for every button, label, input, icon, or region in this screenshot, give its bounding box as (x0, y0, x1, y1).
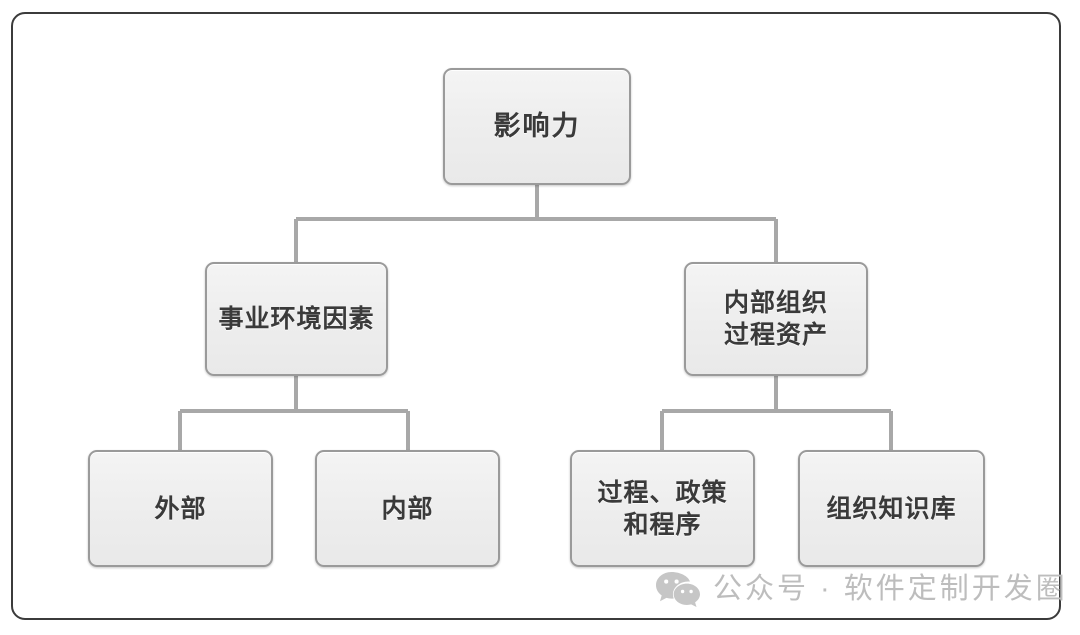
node-eef-label: 事业环境因素 (218, 305, 375, 333)
node-root[interactable]: 影响力 (443, 68, 631, 185)
node-process-label: 过程、政策 和程序 (597, 478, 728, 539)
wechat-icon (656, 572, 700, 607)
watermark-text: 公众号 · 软件定制开发圈 (713, 572, 1068, 605)
node-organizational-process-assets[interactable]: 内部组织 过程资产 (684, 262, 868, 376)
node-internal[interactable]: 内部 (315, 450, 500, 567)
node-root-label: 影响力 (493, 111, 581, 142)
node-external[interactable]: 外部 (88, 450, 273, 567)
node-internal-label: 内部 (381, 494, 434, 523)
node-organizational-knowledge-base[interactable]: 组织知识库 (798, 450, 985, 567)
watermark: 公众号 · 软件定制开发圈 (655, 570, 1068, 608)
node-knowledge-label: 组织知识库 (826, 494, 957, 523)
node-enterprise-environmental-factors[interactable]: 事业环境因素 (205, 262, 388, 376)
node-opa-label: 内部组织 过程资产 (723, 289, 828, 349)
node-process-policy-procedure[interactable]: 过程、政策 和程序 (570, 450, 755, 567)
node-external-label: 外部 (154, 494, 207, 523)
